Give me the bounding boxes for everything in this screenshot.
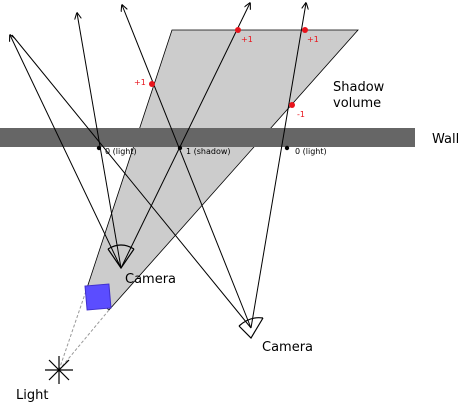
wall-intersection-right	[284, 145, 290, 151]
label-count-top-middle: +1	[241, 35, 253, 44]
light-ray-2	[58, 309, 110, 371]
wall	[0, 128, 415, 147]
label-shadow-volume-2: volume	[333, 96, 381, 111]
light-ray-1	[58, 290, 87, 371]
label-light: Light	[16, 388, 48, 403]
star-burst-icon	[45, 356, 73, 384]
label-wall: Wall	[432, 132, 459, 147]
ray-right-camera-1	[122, 5, 252, 329]
ray-left-camera-2	[77, 13, 122, 269]
label-count-top-right: +1	[307, 35, 319, 44]
label-shadow-volume-1: Shadow	[333, 80, 385, 95]
wall-intersection-middle	[177, 145, 183, 151]
label-intersection-middle: 1 (shadow)	[186, 147, 231, 156]
camera-frustum-icon-left	[107, 244, 135, 270]
label-count-right-exit: -1	[297, 110, 305, 119]
label-camera-right: Camera	[262, 340, 313, 355]
ray-left-camera-1	[10, 35, 122, 269]
ray-right-camera-2	[11, 34, 252, 329]
label-camera-left: Camera	[125, 272, 176, 287]
occluder	[84, 283, 112, 311]
ray-left-camera-3	[120, 3, 250, 269]
ray-right-camera-3	[250, 3, 306, 329]
marker-top-middle	[235, 27, 241, 33]
camera-frustum-icon-right	[238, 317, 264, 339]
label-count-left-entry: +1	[134, 78, 146, 87]
marker-top-right	[302, 27, 308, 33]
wall-intersection-left	[96, 145, 102, 151]
shadow-volume	[85, 29, 359, 311]
label-intersection-right: 0 (light)	[295, 147, 327, 156]
marker-right-exit	[289, 102, 295, 108]
label-intersection-left: 0 (light)	[105, 147, 137, 156]
marker-left-entry	[149, 81, 155, 87]
